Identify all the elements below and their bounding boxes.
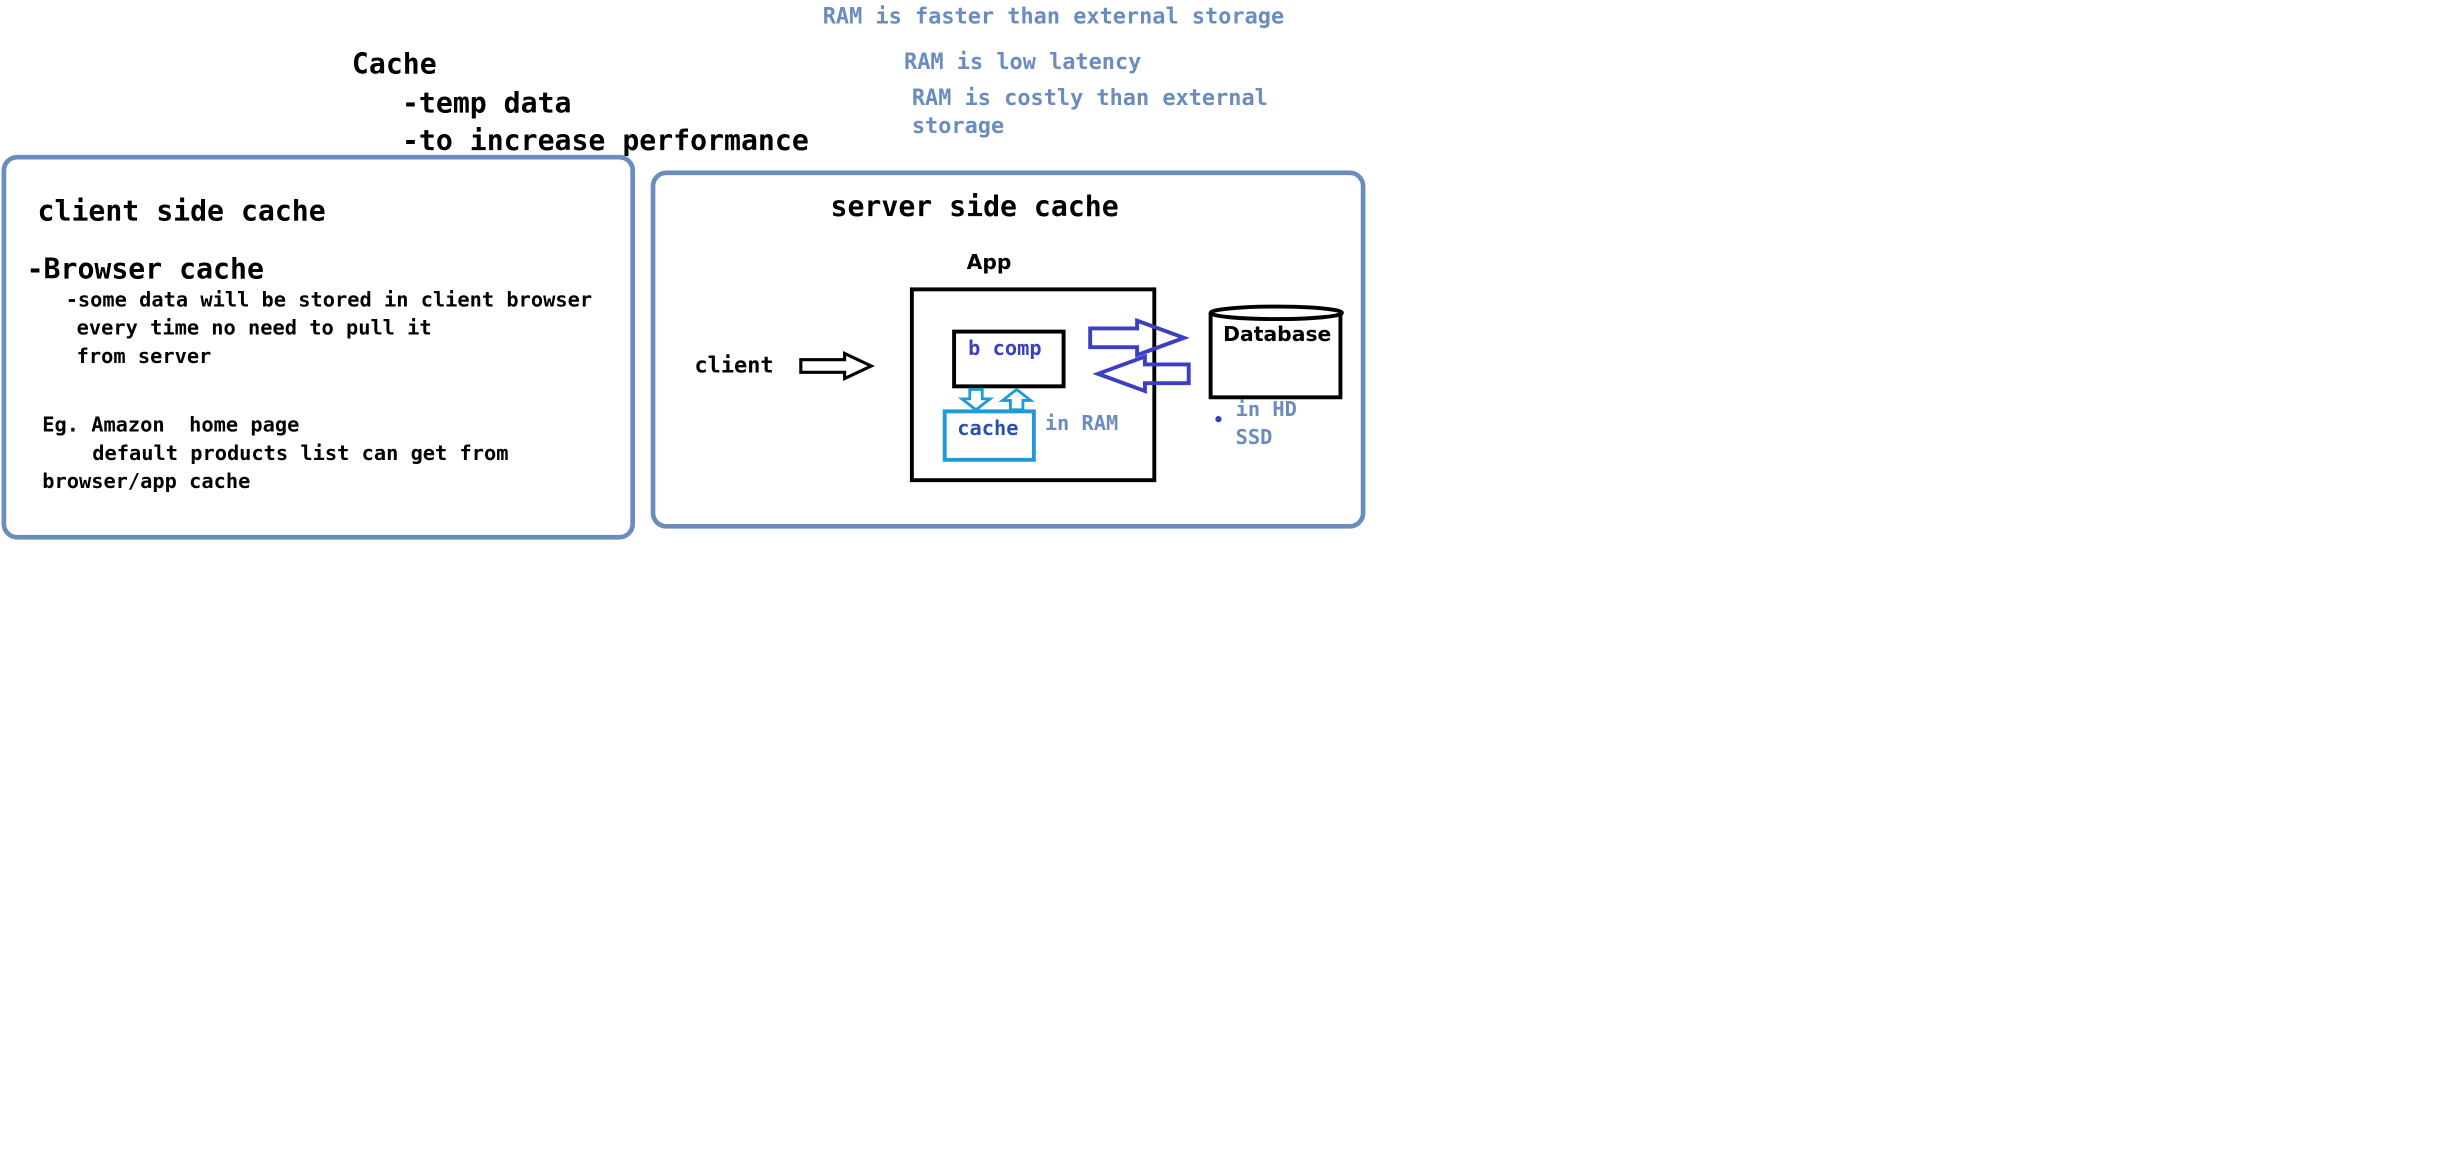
cache-to-comp-arrow-icon xyxy=(998,387,1035,412)
comp-to-cache-arrow-icon xyxy=(957,388,995,412)
client-label: client xyxy=(694,353,774,379)
example-line-2: default products list can get from xyxy=(92,442,509,467)
browser-cache-subheading: -Browser cache xyxy=(26,253,264,287)
server-side-cache-panel xyxy=(650,170,1366,529)
client-side-cache-panel xyxy=(1,154,636,540)
app-label: App xyxy=(966,251,1012,276)
note-ram-faster: RAM is faster than external storage xyxy=(822,4,1285,30)
client-panel-heading: client side cache xyxy=(37,195,326,229)
database-to-app-arrow xyxy=(1092,353,1191,394)
component-box xyxy=(952,329,1066,389)
database-cylinder-body xyxy=(1208,312,1343,400)
note-ram-costly-line2: storage xyxy=(911,114,1005,140)
bullet-dot xyxy=(1215,416,1222,423)
client-line-1: -some data will be stored in client brow… xyxy=(65,289,593,313)
note-ram-latency: RAM is low latency xyxy=(904,50,1142,76)
client-to-app-arrow xyxy=(799,351,875,381)
note-ram-costly-line1: RAM is costly than external xyxy=(911,86,1268,112)
cache-label: cache xyxy=(957,417,1019,442)
example-line-1: Eg. Amazon home page xyxy=(42,414,300,438)
database-label: Database xyxy=(1223,323,1332,348)
example-line-3: browser/app cache xyxy=(42,470,251,495)
app-to-database-arrow xyxy=(1088,317,1190,358)
in-hd-label: in HD xyxy=(1235,398,1297,423)
cache-point-temp-data: -temp data xyxy=(401,87,572,121)
cache-point-performance: -to increase performance xyxy=(401,125,809,158)
cache-title: Cache xyxy=(351,48,437,82)
database-cylinder-top xyxy=(1208,304,1344,322)
client-line-3: from server xyxy=(76,345,212,370)
ssd-label: SSD xyxy=(1235,426,1273,451)
server-panel-heading: server side cache xyxy=(830,190,1119,224)
component-label: b comp xyxy=(968,337,1042,362)
client-line-2: every time no need to pull it xyxy=(76,317,432,341)
in-ram-label: in RAM xyxy=(1044,412,1119,437)
cache-box xyxy=(942,409,1036,462)
